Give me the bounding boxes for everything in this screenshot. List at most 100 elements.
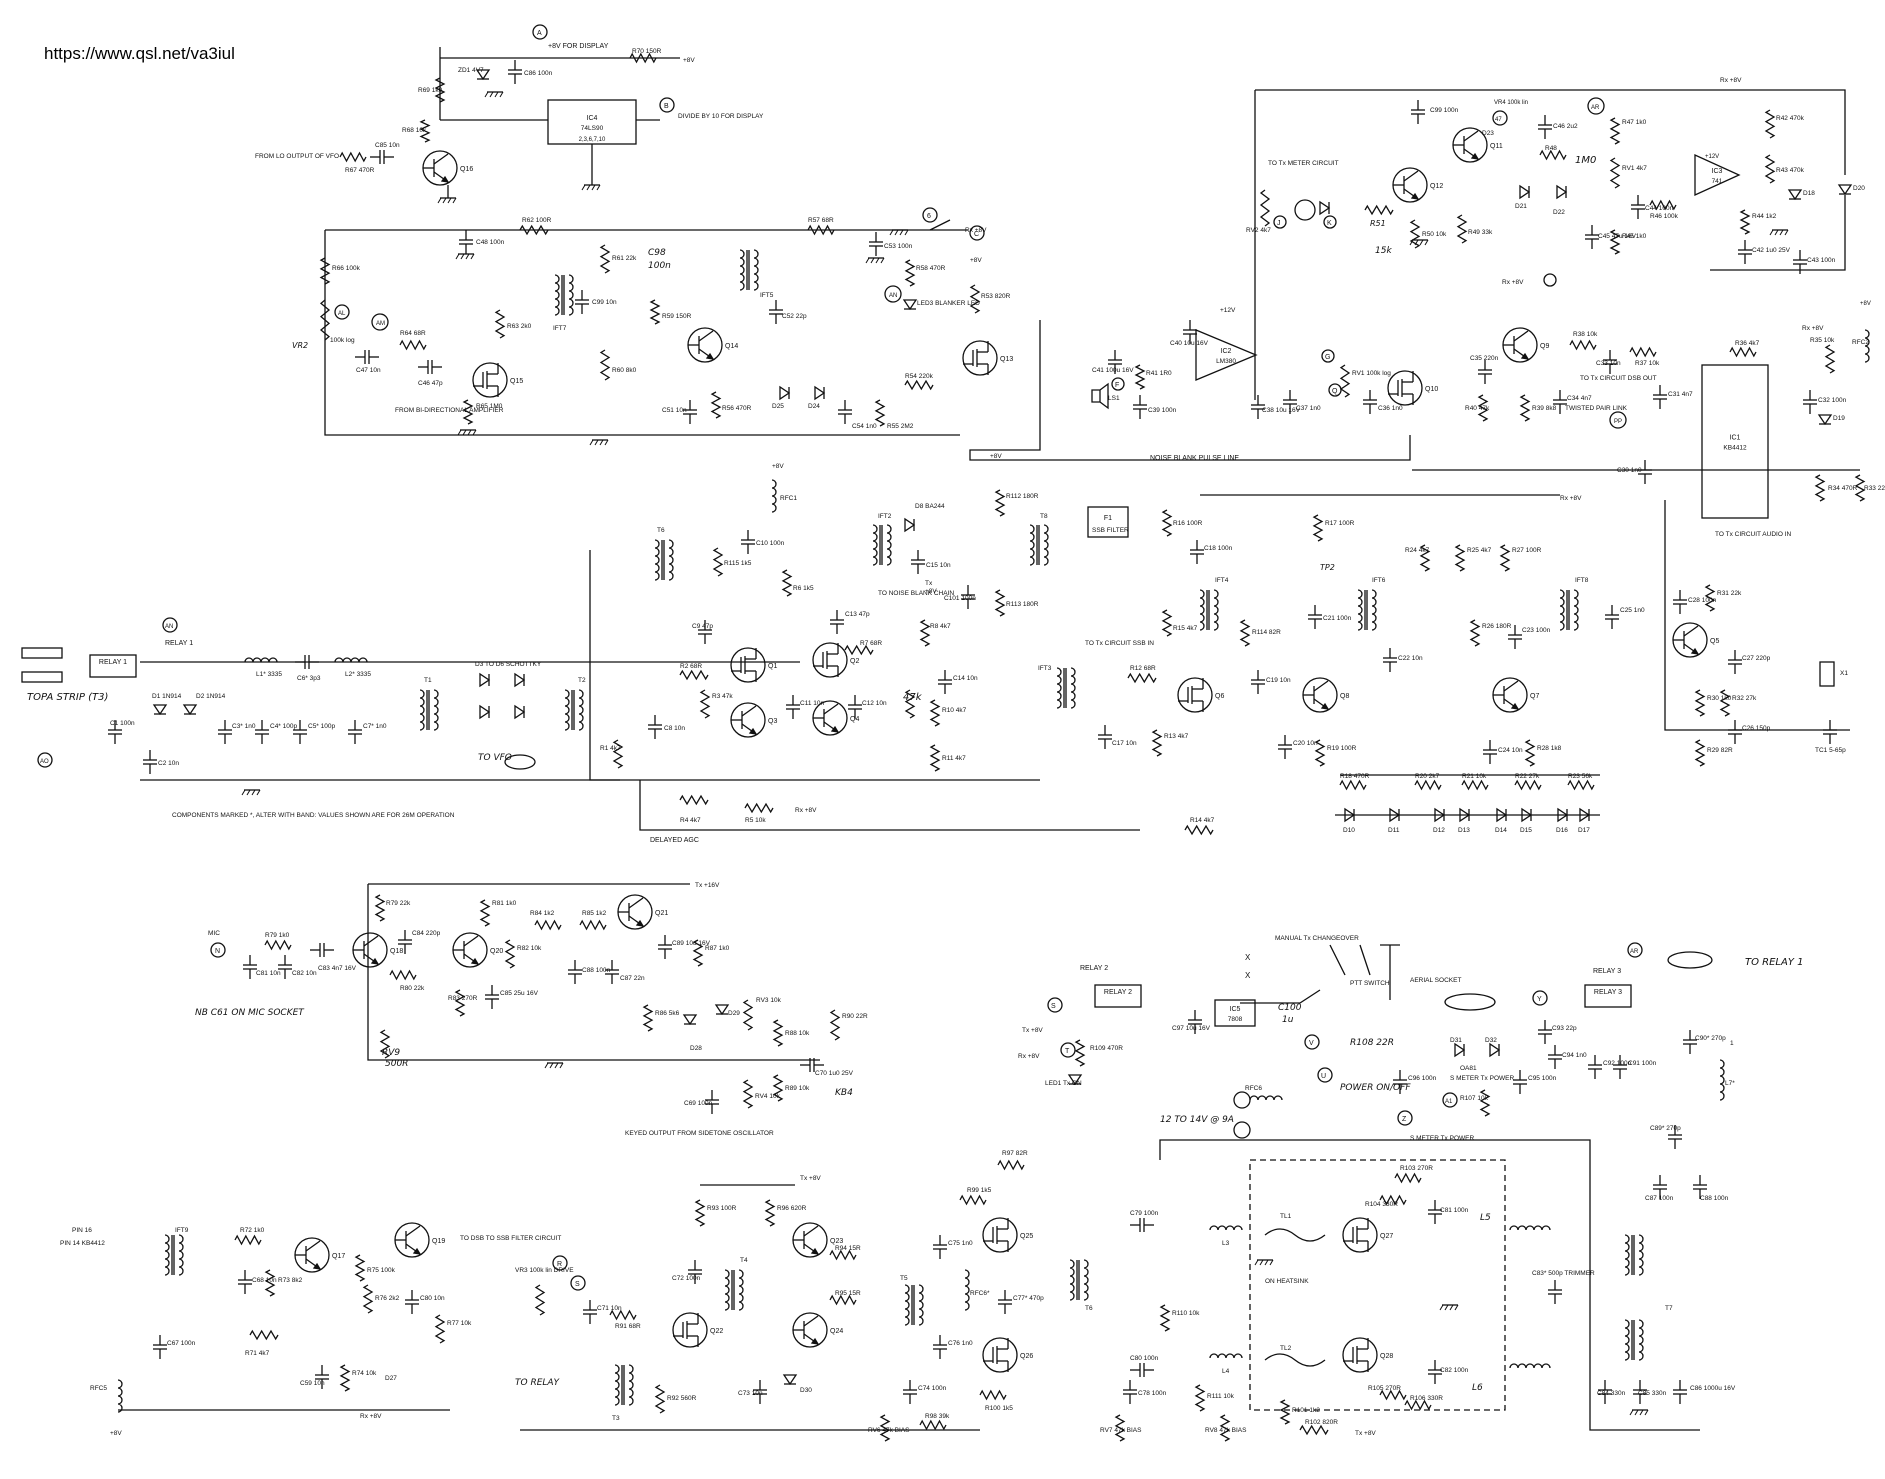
- label: C35 220n: [1470, 355, 1499, 362]
- label: R38 10k: [1573, 331, 1598, 338]
- block-label: IC5: [1230, 1006, 1241, 1013]
- diode: [182, 704, 198, 716]
- label: C88 100n: [1700, 1195, 1729, 1202]
- label: T6: [1085, 1305, 1093, 1312]
- resistor: [1704, 584, 1716, 612]
- inductor: [1199, 589, 1205, 631]
- inductor: [1371, 589, 1377, 631]
- transistor: [730, 647, 766, 683]
- io-label: TO NOISE BLANK CHAIN: [878, 590, 954, 597]
- label: R111 10k: [1207, 1393, 1235, 1400]
- resistor: [1649, 199, 1677, 211]
- resistor: [494, 309, 506, 339]
- label: C44 100n: [1645, 205, 1674, 212]
- node-marker: AO: [40, 759, 49, 765]
- resistor: [1239, 619, 1251, 647]
- transistor-label: Q3: [768, 718, 777, 725]
- resistor: [742, 999, 754, 1031]
- diode: [1787, 189, 1803, 201]
- label: R109 470R: [1090, 1045, 1123, 1052]
- label: R87 1k0: [705, 945, 730, 952]
- label: TL1: [1280, 1213, 1292, 1220]
- source-url[interactable]: https://www.qsl.net/va3iul: [44, 44, 235, 63]
- rail-label: +8V FOR DISPLAY: [548, 43, 609, 50]
- transistor-label: Q22: [710, 1328, 723, 1335]
- label: R85 1k2: [582, 910, 607, 917]
- label: R114 82R: [1252, 629, 1281, 636]
- resistor: [1569, 339, 1597, 351]
- rail-label: Tx +8V: [1022, 1027, 1043, 1034]
- resistor: [904, 379, 934, 391]
- resistor: [534, 919, 562, 931]
- inductor: [1249, 1095, 1283, 1101]
- block-ic5: [1214, 999, 1256, 1027]
- transistor: [1387, 370, 1423, 406]
- label: C71 10n: [597, 1305, 622, 1312]
- label: RFC6*: [970, 1290, 990, 1297]
- label: C80 100n: [1130, 1355, 1159, 1362]
- label: C38 10u 16V: [1262, 407, 1301, 414]
- node-marker: T: [1065, 1048, 1070, 1055]
- node-marker: AL: [338, 311, 346, 317]
- resistor: [1824, 344, 1836, 374]
- hand-note: RV9: [382, 1048, 400, 1058]
- inductor: [1624, 1319, 1630, 1361]
- resistor: [1414, 779, 1442, 791]
- inductor: [1043, 524, 1049, 566]
- label: +8V: [925, 588, 937, 595]
- node-marker: AM: [376, 321, 385, 327]
- label: R14 4k7: [1190, 817, 1215, 824]
- inductor: [1213, 589, 1219, 631]
- label: +8V: [990, 453, 1002, 460]
- rail-label: Rx +8V: [1502, 279, 1524, 286]
- rail-label: Rx +8V: [965, 227, 987, 234]
- diode: [814, 385, 826, 401]
- label: R48: [1545, 145, 1557, 152]
- label: R79 1k0: [265, 932, 290, 939]
- label: R107 10k: [1460, 1095, 1489, 1102]
- resistor: [829, 1294, 857, 1306]
- inductor: [739, 249, 745, 291]
- label: RFC1: [780, 495, 797, 502]
- hand-note: C100: [1278, 1003, 1302, 1013]
- diode: [782, 1374, 798, 1386]
- resistor: [699, 689, 711, 719]
- label: C25 1n0: [1620, 607, 1645, 614]
- label: R33 220R: [1864, 485, 1885, 492]
- diode: [479, 704, 491, 720]
- resistor: [781, 569, 793, 597]
- heatsink-box: [1249, 1159, 1506, 1411]
- label: C10 100n: [756, 540, 785, 547]
- resistor: [1394, 1172, 1422, 1184]
- label: D2 1N914: [196, 693, 226, 700]
- label: IFT9: [175, 1227, 189, 1234]
- label: R55 2M2: [887, 423, 914, 430]
- block-relay1: [89, 654, 137, 678]
- label: C73 10n: [738, 1390, 763, 1397]
- resistor: [979, 1389, 1007, 1401]
- label: R19 100R: [1327, 745, 1357, 752]
- resistor: [1567, 779, 1595, 791]
- inductor: [753, 249, 759, 291]
- resistor: [1694, 739, 1706, 767]
- inductor: [178, 1234, 184, 1276]
- inductor: [1083, 1259, 1089, 1301]
- label: R24 4k7: [1405, 547, 1430, 554]
- label: D31: [1450, 1037, 1462, 1044]
- diode: [1319, 200, 1331, 216]
- label: LS1: [1108, 395, 1120, 402]
- label: C89 10u 16V: [672, 940, 711, 947]
- label: C33 10n: [1596, 360, 1621, 367]
- io-label: ON HEATSINK: [1265, 1278, 1309, 1285]
- label: L1* 3335: [256, 671, 282, 678]
- label: C3* 1n0: [232, 723, 256, 730]
- label: R71 4k7: [245, 1350, 270, 1357]
- label: R41 1R0: [1146, 370, 1172, 377]
- label: C34 4n7: [1567, 395, 1592, 402]
- resistor: [479, 899, 491, 927]
- resistor: [339, 1364, 351, 1392]
- hand-note: TO RELAY 1: [1745, 957, 1804, 968]
- inductor: [886, 524, 892, 566]
- resistor: [919, 619, 931, 647]
- transistor-label: Q1: [768, 663, 777, 670]
